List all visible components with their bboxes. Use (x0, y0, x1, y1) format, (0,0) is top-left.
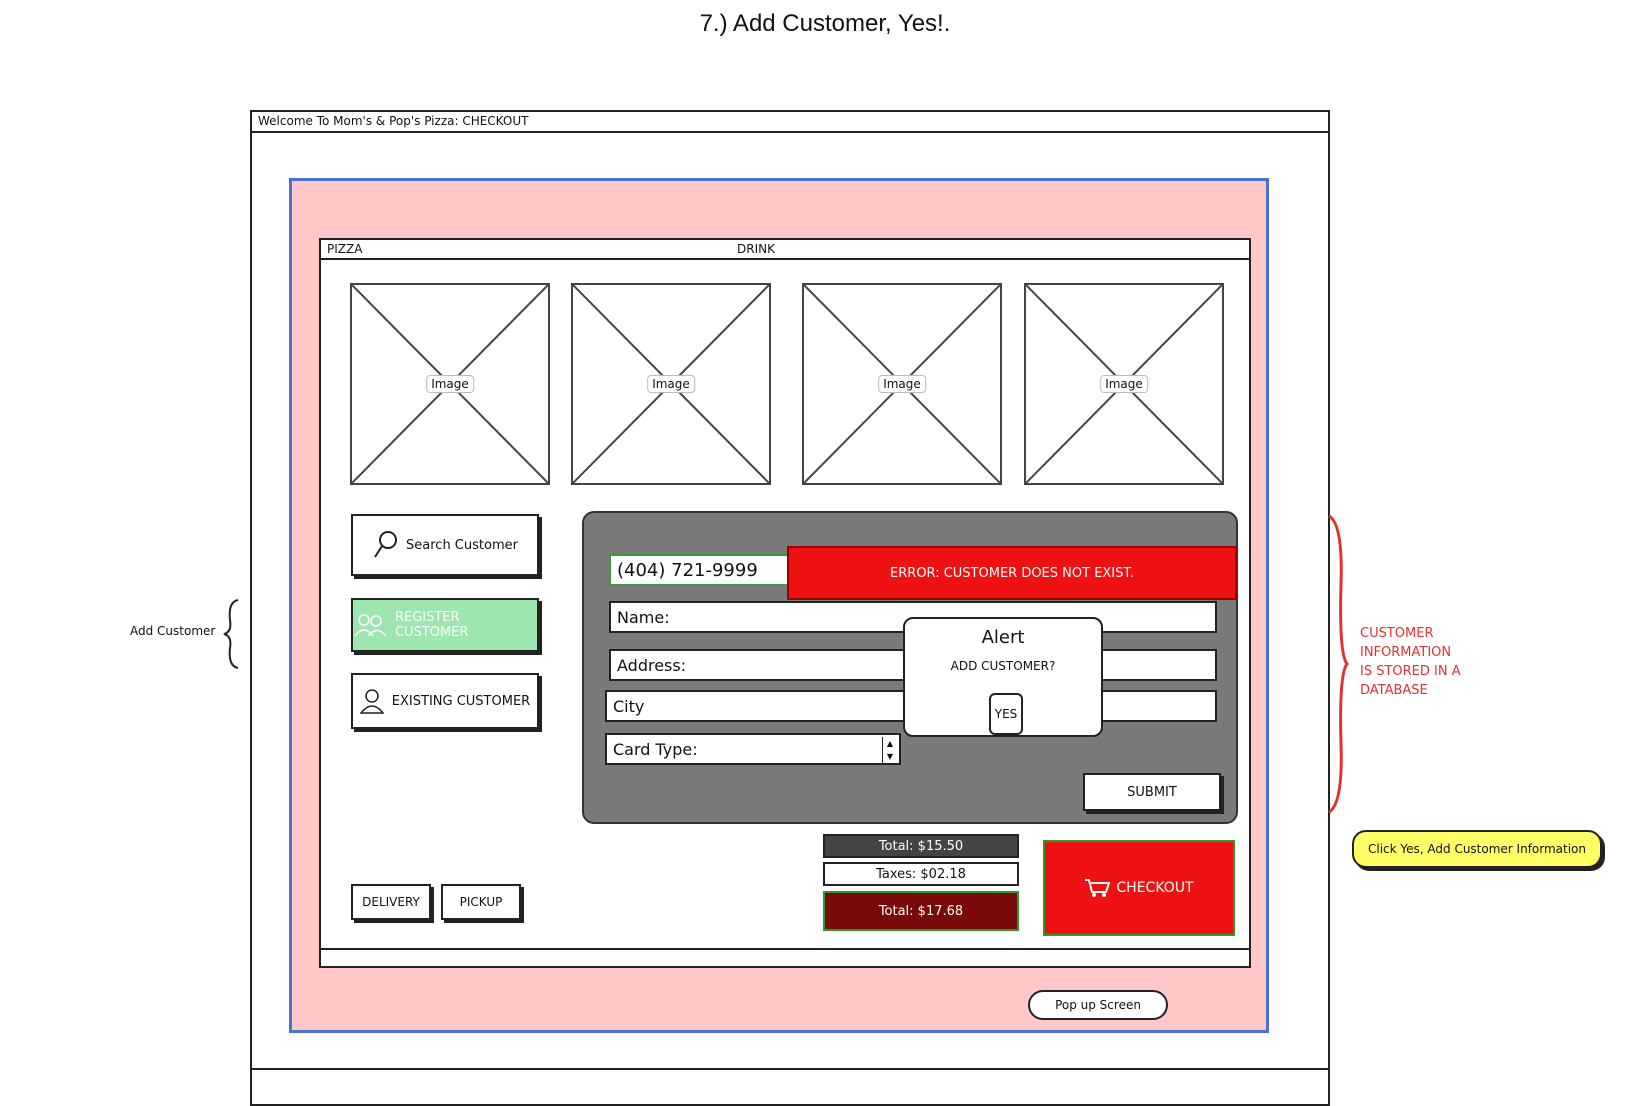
product-image[interactable]: Image (802, 283, 1002, 485)
category-tab-bar: PIZZA DRINK (319, 238, 1251, 260)
alert-yes-button[interactable]: YES (989, 693, 1023, 735)
register-customer-button[interactable]: REGISTER CUSTOMER (351, 598, 539, 652)
image-label: Image (1100, 375, 1148, 393)
popup-callout: Pop up Screen (1028, 990, 1168, 1020)
image-label: Image (878, 375, 926, 393)
checkout-button[interactable]: CHECKOUT (1043, 840, 1235, 936)
card-type-select[interactable]: Card Type: ▲▼ (605, 733, 901, 765)
existing-customer-label: EXISTING CUSTOMER (391, 693, 531, 709)
image-label: Image (426, 375, 474, 393)
subtotal-display: Total: $15.50 (823, 834, 1019, 858)
register-customer-label: REGISTER CUSTOMER (394, 610, 469, 640)
alert-message: ADD CUSTOMER? (950, 659, 1056, 673)
pickup-button[interactable]: PICKUP (441, 884, 521, 920)
yes-note: Click Yes, Add Customer Information (1352, 830, 1602, 868)
status-bar (319, 948, 1251, 968)
phone-input[interactable]: (404) 721-9999 (609, 554, 789, 586)
cart-icon (1085, 879, 1111, 897)
delivery-button[interactable]: DELIVERY (351, 884, 431, 920)
window-status-divider (250, 1068, 1330, 1070)
existing-customer-button[interactable]: EXISTING CUSTOMER (351, 673, 539, 729)
users-icon (354, 614, 387, 637)
search-customer-button[interactable]: Search Customer (351, 514, 539, 576)
database-note: CUSTOMER INFORMATION IS STORED IN A DATA… (1360, 626, 1461, 698)
tab-drink[interactable]: DRINK (737, 242, 775, 256)
taxes-display: Taxes: $02.18 (823, 862, 1019, 886)
right-brace-annotation (1328, 514, 1349, 814)
product-image[interactable]: Image (350, 283, 550, 485)
search-customer-label: Search Customer (406, 537, 518, 553)
grand-total-display: Total: $17.68 (823, 891, 1019, 931)
spinner-icon[interactable]: ▲▼ (882, 737, 897, 763)
user-icon (359, 689, 384, 714)
product-image[interactable]: Image (1024, 283, 1224, 485)
tab-pizza[interactable]: PIZZA (327, 242, 363, 256)
left-brace-annotation (223, 599, 239, 669)
window-title: Welcome To Mom's & Pop's Pizza: CHECKOUT (250, 110, 1330, 133)
add-customer-note: Add Customer (130, 624, 216, 638)
product-image[interactable]: Image (571, 283, 771, 485)
alert-dialog: Alert ADD CUSTOMER? YES (903, 617, 1103, 737)
alert-title: Alert (981, 627, 1025, 648)
search-icon (374, 531, 398, 558)
error-banner: ERROR: CUSTOMER DOES NOT EXIST. (787, 546, 1237, 600)
card-type-label: Card Type: (613, 739, 698, 759)
checkout-label: CHECKOUT (1116, 880, 1194, 896)
page-title: 7.) Add Customer, Yes!. (699, 10, 951, 37)
submit-button[interactable]: SUBMIT (1083, 773, 1221, 811)
image-label: Image (647, 375, 695, 393)
